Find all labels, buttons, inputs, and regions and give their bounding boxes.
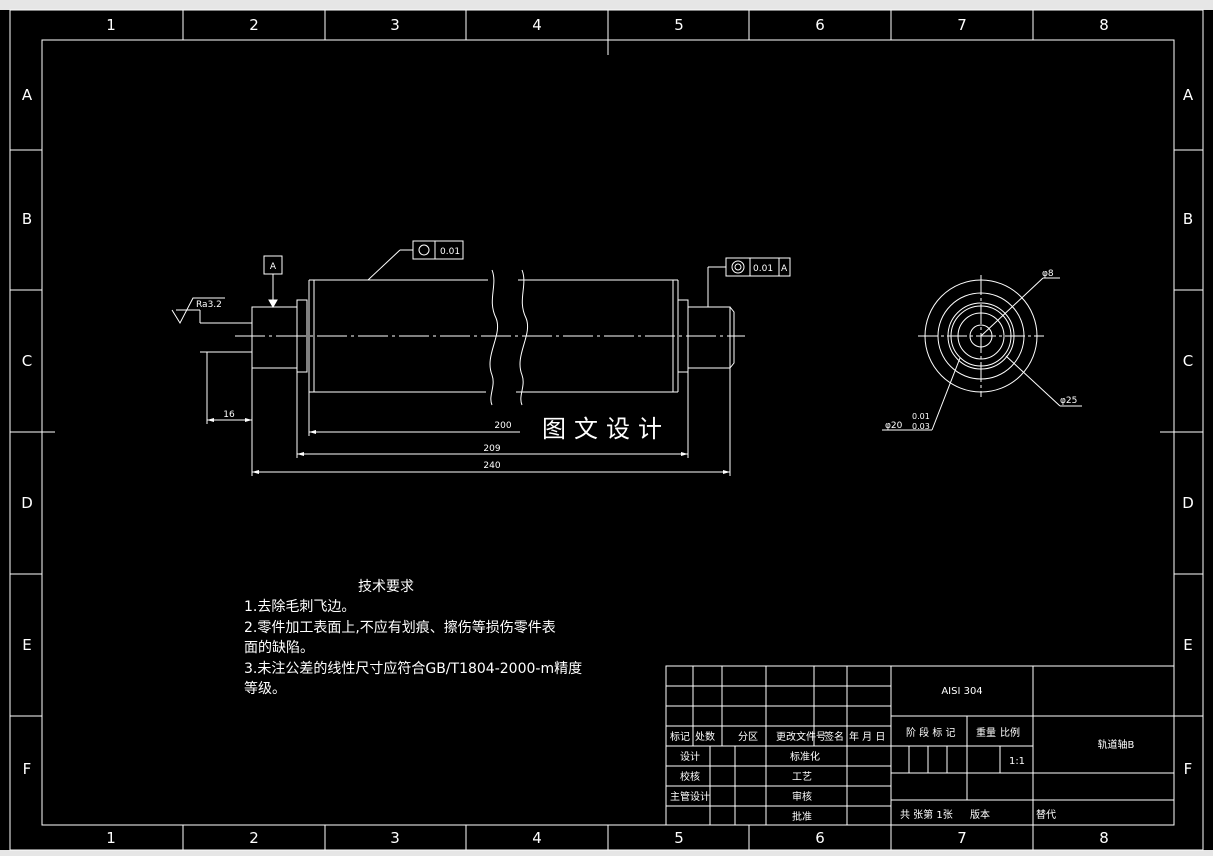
- dimension-arrows: [207, 418, 730, 474]
- tech-req-item-2-cont: 面的缺陷。: [244, 640, 314, 656]
- dim-fit-diameter: φ20: [885, 421, 903, 431]
- dimension-lines: [206, 352, 731, 476]
- zone-row-e-left: E: [22, 636, 31, 654]
- zone-col-2-top: 2: [249, 16, 259, 34]
- tb-role-check: 校核: [680, 770, 700, 783]
- window-top-strip: [0, 0, 1213, 10]
- zone-row-b-right: B: [1183, 210, 1193, 228]
- tol-upper: 0.01: [912, 412, 930, 421]
- window-bottom-strip: [0, 850, 1213, 856]
- title-block: [665, 665, 1175, 826]
- dim-total-length: 240: [483, 461, 500, 471]
- tb-date: 年 月 日: [849, 730, 885, 743]
- zone-row-d-left: D: [21, 494, 33, 512]
- zone-col-6-bottom: 6: [815, 829, 825, 847]
- tb-weight: 重量: [976, 726, 996, 739]
- coaxiality-frame: [707, 257, 791, 307]
- shaft-end-view: [882, 275, 1082, 431]
- zone-col-5-top: 5: [674, 16, 684, 34]
- zone-col-3-bottom: 3: [390, 829, 400, 847]
- shaft-front-view: [200, 269, 745, 406]
- tb-role-approve: 批准: [792, 810, 812, 823]
- tb-zone: 分区: [738, 731, 758, 743]
- zone-col-1-bottom: 1: [106, 829, 116, 847]
- tb-role-review: 审核: [792, 790, 812, 803]
- tech-req-title: 技术要求: [358, 579, 414, 595]
- zone-col-7-top: 7: [957, 16, 967, 34]
- shaft-body-edges: [309, 279, 678, 393]
- zone-col-8-bottom: 8: [1099, 829, 1109, 847]
- zone-row-f-left: F: [23, 760, 32, 778]
- zone-row-b-left: B: [22, 210, 32, 228]
- tb-replace: 替代: [1036, 808, 1056, 821]
- zone-row-f-right: F: [1184, 760, 1193, 778]
- tb-sheets: 共 张第 1张: [900, 808, 953, 821]
- dim-shaft-end: 16: [223, 410, 235, 420]
- datum-a: [263, 255, 283, 309]
- roughness-symbol: [171, 297, 225, 325]
- tb-ratio: 比例: [1000, 726, 1020, 739]
- tb-change-doc: 更改文件号: [776, 730, 826, 743]
- zone-row-a-left: A: [22, 86, 33, 104]
- zone-col-1-top: 1: [106, 16, 116, 34]
- tb-scale: 1:1: [1009, 756, 1025, 767]
- watermark-text: 图文设计: [542, 415, 670, 443]
- zone-col-5-bottom: 5: [674, 829, 684, 847]
- zone-row-d-right: D: [1182, 494, 1194, 512]
- tb-role-standard: 标准化: [790, 750, 820, 763]
- zone-row-c-left: C: [22, 352, 32, 370]
- zone-col-4-bottom: 4: [532, 829, 542, 847]
- zone-row-e-right: E: [1183, 636, 1192, 654]
- drawing-frame: [9, 9, 1204, 851]
- tb-mark: 标记: [670, 731, 690, 743]
- roundness-frame: [367, 240, 464, 281]
- roundness-value: 0.01: [440, 247, 460, 257]
- tb-role-design: 设计: [680, 750, 700, 763]
- tech-req-item-3: 3.未注公差的线性尺寸应符合GB/T1804-2000-m精度: [244, 660, 582, 677]
- tech-req-item-2: 2.零件加工表面上,不应有划痕、擦伤等损伤零件表: [244, 619, 556, 636]
- coaxiality-datum: A: [781, 264, 788, 274]
- tb-material: AISI 304: [941, 686, 982, 697]
- zone-row-c-right: C: [1183, 352, 1193, 370]
- tb-stage-mark: 阶 段 标 记: [906, 726, 956, 739]
- tb-role-lead: 主管设计: [670, 790, 710, 803]
- zone-labels: 1 2 3 4 5 6 7 8 1 2 3 4 5 6 7 8 A B C D …: [21, 16, 1194, 847]
- roughness-label: Ra3.2: [196, 300, 222, 310]
- tb-count: 处数: [695, 730, 715, 743]
- zone-row-a-right: A: [1183, 86, 1194, 104]
- tech-req-item-3-cont: 等级。: [244, 680, 286, 697]
- tol-lower: 0.03: [912, 422, 930, 431]
- break-line-left: [489, 269, 498, 406]
- dim-inner-diameter: φ8: [1042, 269, 1054, 279]
- dim-mid-length: 209: [483, 444, 500, 454]
- zone-col-2-bottom: 2: [249, 829, 259, 847]
- tb-signature: 签名: [824, 730, 844, 743]
- left-journal: [251, 306, 298, 369]
- title-block-text: 标记 处数 分区 更改文件号 签名 年 月 日 设计 校核 主管设计 标准化 工…: [670, 686, 1135, 823]
- dim-body-length: 200: [494, 421, 511, 431]
- zone-col-8-top: 8: [1099, 16, 1109, 34]
- tech-req-item-1: 1.去除毛刺飞边。: [244, 599, 355, 615]
- zone-col-7-bottom: 7: [957, 829, 967, 847]
- right-journal: [687, 306, 731, 369]
- zone-col-4-top: 4: [532, 16, 542, 34]
- break-line-right: [519, 269, 528, 406]
- tb-role-process: 工艺: [792, 771, 812, 783]
- tb-part-name: 轨道轴B: [1098, 738, 1135, 751]
- dim-outer-diameter: φ25: [1060, 396, 1077, 406]
- zone-col-3-top: 3: [390, 16, 400, 34]
- coaxiality-value: 0.01: [753, 264, 773, 274]
- tb-version: 版本: [970, 808, 990, 821]
- datum-a-label: A: [270, 262, 277, 272]
- zone-col-6-top: 6: [815, 16, 825, 34]
